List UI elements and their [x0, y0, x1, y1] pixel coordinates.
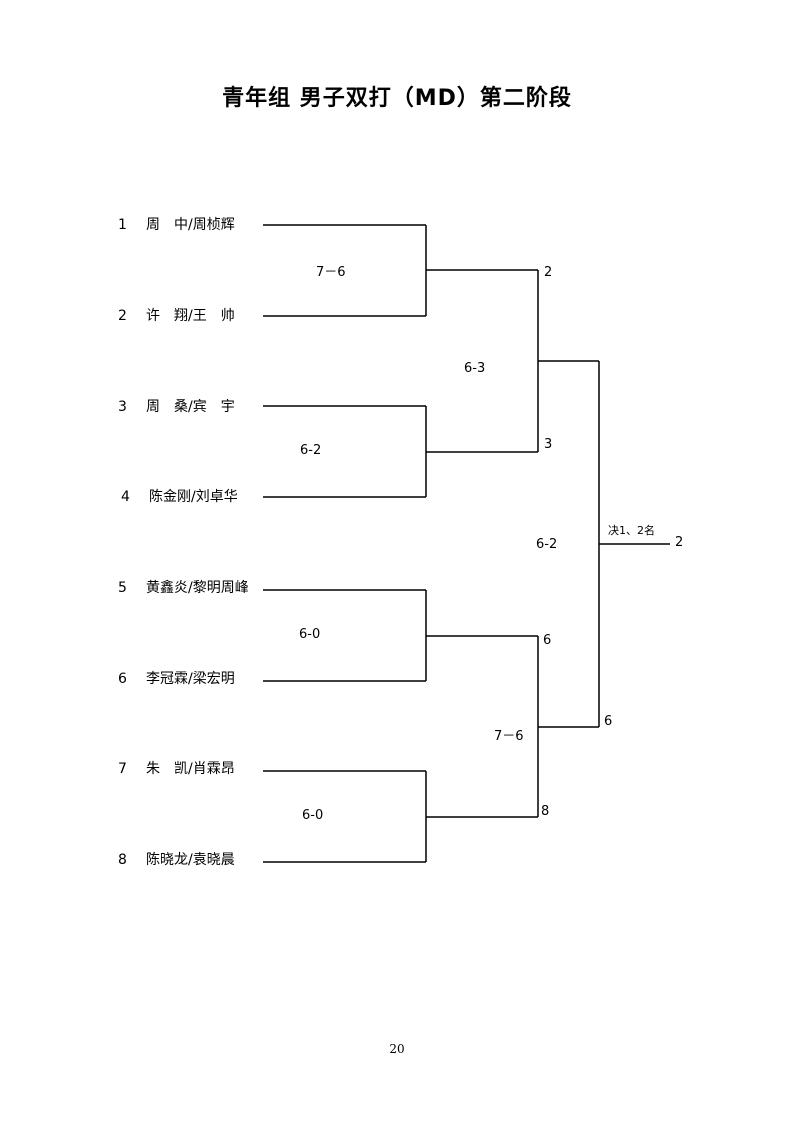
entry-2: 2 许 翔/王 帅: [118, 305, 235, 325]
entry-name: 陈金刚/刘卓华: [149, 489, 238, 505]
round1-score-2: 6-2: [300, 443, 322, 458]
entry-4: 4 陈金刚/刘卓华: [121, 486, 238, 506]
round2-score-2: 7－6: [494, 729, 524, 744]
entry-6: 6 李冠霖/梁宏明: [118, 668, 235, 688]
entry-name: 陈晓龙/袁晓晨: [146, 852, 235, 868]
entry-name: 周 中/周桢辉: [146, 217, 235, 233]
entry-seed: 2: [118, 308, 127, 324]
entry-seed: 4: [121, 489, 130, 505]
round1-winner-3: 6: [543, 633, 552, 648]
entry-seed: 8: [118, 852, 127, 868]
entry-5: 5 黄鑫炎/黎明周峰: [118, 577, 249, 597]
round1-score-3: 6-0: [299, 627, 321, 642]
entry-seed: 1: [118, 217, 127, 233]
entry-3: 3 周 桑/宾 宇: [118, 396, 235, 416]
page-number: 20: [389, 1042, 405, 1056]
round1-winner-4: 8: [541, 804, 550, 819]
entry-8: 8 陈晓龙/袁晓晨: [118, 849, 235, 869]
round2-score-1: 6-3: [464, 361, 486, 376]
final-winner: 2: [675, 535, 684, 550]
final-score: 6-2: [536, 537, 558, 552]
entry-seed: 3: [118, 399, 127, 415]
round2-winner-2: 6: [604, 714, 613, 729]
entry-name: 朱 凯/肖霖昂: [146, 761, 235, 777]
round1-winner-2: 3: [544, 437, 553, 452]
round1-score-1: 7－6: [316, 265, 346, 280]
entry-name: 黄鑫炎/黎明周峰: [146, 580, 249, 596]
entry-name: 李冠霖/梁宏明: [146, 671, 235, 687]
entry-7: 7 朱 凯/肖霖昂: [118, 758, 235, 778]
entry-name: 许 翔/王 帅: [146, 308, 235, 324]
entry-seed: 7: [118, 761, 127, 777]
round1-score-4: 6-0: [302, 808, 324, 823]
final-label: 决1、2名: [608, 524, 655, 537]
page-title: 青年组 男子双打（MD）第二阶段: [222, 86, 572, 111]
entry-name: 周 桑/宾 宇: [146, 399, 235, 415]
entry-1: 1 周 中/周桢辉: [118, 214, 235, 234]
entry-seed: 6: [118, 671, 127, 687]
entry-seed: 5: [118, 580, 127, 596]
round1-winner-1: 2: [544, 265, 553, 280]
